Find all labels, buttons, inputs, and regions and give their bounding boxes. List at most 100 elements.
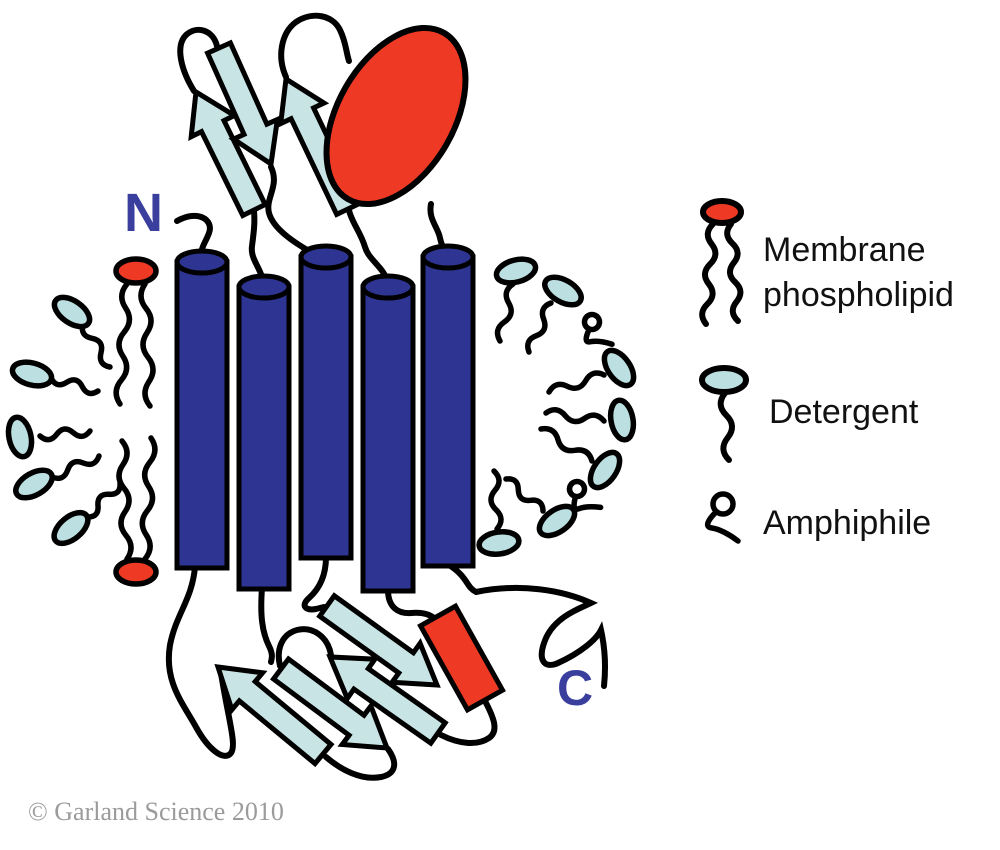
top-beta-sheet [188, 39, 363, 219]
amphiphile-tail [571, 494, 604, 512]
right-micelle [476, 256, 637, 557]
amphiphile-molecule [566, 478, 604, 512]
detergent-tail [84, 480, 123, 520]
detergent-head [51, 294, 93, 330]
legend-label-detergent: Detergent [769, 390, 918, 435]
detergent-molecule [5, 414, 93, 460]
detergent-head [13, 467, 55, 501]
chain-loop [258, 585, 275, 665]
alpha-helices [174, 243, 476, 594]
left-micelle [5, 256, 159, 587]
n-terminus-label: N [124, 183, 163, 243]
chain-loop [346, 207, 392, 289]
bottom-beta-sheet [214, 592, 506, 768]
detergent-tail [717, 390, 735, 463]
legend-label-amphiphile: Amphiphile [763, 501, 931, 546]
detergent-head [51, 509, 91, 547]
detergent-head [587, 449, 623, 491]
helix-body [174, 259, 230, 571]
beta-strand-arrow [316, 592, 441, 688]
detergent-tail [503, 476, 546, 514]
lipid-head [113, 557, 159, 587]
chain-loop [248, 208, 267, 289]
lipid-tail [699, 221, 719, 327]
beta-strand-arrow [214, 664, 335, 768]
legend-label-membrane-phospholipid: Membrane phospholipid [763, 228, 954, 318]
chain-loop [265, 164, 321, 259]
lipid-tail [724, 221, 744, 324]
legend-text-line: Amphiphile [763, 504, 932, 542]
beta-strand-arrow [326, 654, 449, 747]
detergent-tail [79, 321, 113, 370]
detergent-head [9, 359, 55, 389]
detergent-tail [37, 426, 93, 443]
polypeptide-loops [165, 12, 608, 781]
detergent-molecule [546, 347, 637, 395]
helix-top-cap [236, 273, 292, 301]
helix-top-cap [420, 243, 476, 271]
helix-top-cap [360, 273, 416, 301]
chain-loop [446, 562, 608, 689]
detergent-tail [488, 468, 504, 532]
alpha-helix-cylinder [236, 273, 292, 592]
legend-text-line: Membrane [763, 231, 926, 269]
detergent-head [699, 365, 749, 395]
detergent-tail [48, 375, 101, 397]
amphiphile-icon [704, 491, 741, 544]
amphiphile-tail [583, 326, 615, 347]
helix-top-cap [174, 248, 230, 276]
detergent-tail [543, 407, 607, 425]
c-terminus-label: C [557, 660, 594, 716]
chain-loop [275, 626, 334, 669]
amphiphile-tail [704, 509, 741, 544]
amphiphile-molecule [581, 311, 615, 347]
alpha-helix-cylinder [174, 248, 230, 571]
detergent-head [601, 347, 637, 389]
chain-loop [301, 554, 329, 613]
amphiphile-ring [581, 311, 603, 333]
beta-strand-arrow [204, 39, 281, 169]
detergent-tail [494, 281, 516, 344]
legend-text-line: Detergent [769, 393, 919, 431]
detergent-head [607, 397, 637, 443]
lipid-tail [113, 281, 133, 407]
lipid-tail [138, 281, 156, 409]
membrane-phospholipid [113, 256, 159, 409]
detergent-molecule [493, 256, 539, 344]
detergent-icon [699, 365, 749, 463]
detergent-molecule [51, 480, 123, 547]
legend-text-line: phospholipid [763, 276, 954, 314]
lipid-tail [116, 438, 134, 562]
detergent-molecule [476, 468, 522, 557]
detergent-tail [49, 453, 102, 482]
detergent-head [542, 274, 584, 308]
detergent-molecule [13, 453, 102, 501]
lipid-tail [139, 435, 158, 562]
membrane-phospholipid [113, 435, 159, 587]
chain-loop [323, 746, 398, 781]
helix-body [360, 284, 416, 594]
membrane-phospholipid-icon [699, 198, 744, 327]
lipid-head [700, 198, 744, 226]
amphiphile-ring [710, 491, 736, 517]
alpha-helix-cylinder [298, 243, 354, 561]
detergent-molecule [538, 425, 623, 491]
detergent-tail [525, 300, 554, 355]
amphiphile-ring [566, 478, 588, 500]
alpha-helix-cylinder [360, 273, 416, 594]
chain-loop [278, 12, 352, 80]
legend-icons [699, 198, 749, 544]
alpha-helix-cylinder [420, 243, 476, 569]
chain-loop [438, 698, 498, 746]
helix-body [236, 284, 292, 592]
detergent-head [5, 414, 35, 460]
helix-top-cap [298, 243, 354, 271]
detergent-tail [546, 370, 607, 395]
helix-body [420, 254, 476, 569]
detergent-head [476, 529, 522, 557]
beta-strand-arrow [188, 87, 269, 219]
chain-loop [165, 564, 236, 759]
chain-loop [177, 26, 220, 94]
